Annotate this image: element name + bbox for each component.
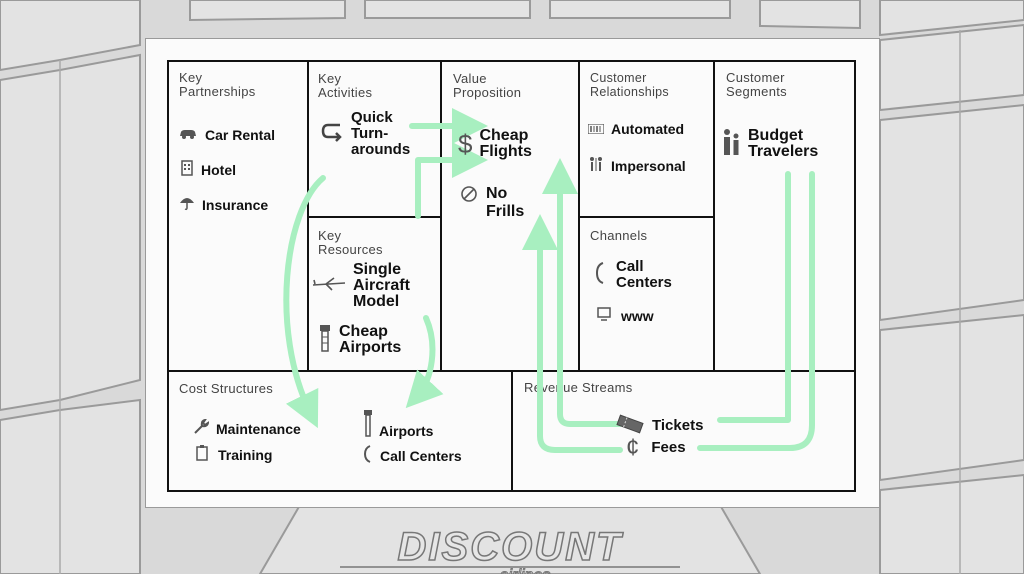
segment-budget-travelers-label: Budget Travelers: [748, 127, 819, 160]
channels-title: Channels: [590, 228, 648, 243]
revenue-tickets: Tickets: [616, 414, 703, 438]
airplane-icon: [312, 277, 346, 295]
value-no-frills-label: No Frills: [486, 185, 525, 220]
partner-car-rental: Car Rental: [178, 127, 275, 143]
cost-training-label: Training: [218, 446, 273, 463]
revenue-tickets-label: Tickets: [652, 417, 704, 434]
relationship-automated: Automated: [587, 121, 685, 137]
relationship-impersonal-label: Impersonal: [611, 157, 686, 174]
people-icon: [723, 128, 741, 160]
cost-maintenance-label: Maintenance: [216, 420, 301, 437]
resource-cheap-airports: Cheap Airports: [318, 323, 401, 357]
customer-segments-cell: [713, 60, 856, 372]
ticket-icon: [616, 414, 644, 438]
value-cheap-flights: $ Cheap Flights: [458, 128, 532, 160]
key-resources-title: Key Resources: [318, 228, 383, 257]
cost-airports: Airports: [363, 409, 433, 440]
key-partnerships-cell: [167, 60, 309, 372]
partner-hotel: Hotel: [180, 160, 236, 179]
clipboard-icon: [196, 445, 208, 464]
monitor-icon: [597, 307, 611, 324]
logo-wordmark: DISCOUNT: [398, 525, 624, 569]
phone-icon: [363, 445, 372, 466]
customer-segments-title: Customer Segments: [726, 70, 787, 99]
revenue-fees-label: Fees: [651, 439, 686, 456]
no-entry-icon: [460, 185, 478, 207]
channel-www-label: www: [621, 307, 654, 324]
cost-call-centers-label: Call Centers: [380, 447, 462, 464]
dollar-icon: $: [458, 129, 473, 159]
channel-call-centers-label: Call Centers: [616, 258, 672, 291]
relationship-automated-label: Automated: [611, 121, 685, 137]
relationship-impersonal: Impersonal: [588, 156, 686, 175]
key-partnerships-title: Key Partnerships: [179, 70, 256, 99]
partner-insurance-label: Insurance: [202, 196, 269, 213]
key-activities-title: Key Activities: [318, 71, 373, 100]
cost-training: Training: [196, 445, 272, 464]
resource-single-aircraft: Single Aircraft Model: [312, 262, 410, 310]
value-no-frills: No Frills: [460, 185, 524, 221]
hotel-icon: [180, 160, 194, 179]
revenue-fees: ¢ Fees: [626, 434, 686, 461]
umbrella-icon: [179, 195, 195, 214]
resource-single-aircraft-label: Single Aircraft Model: [353, 261, 410, 310]
activity-quick-turnarounds-label: Quick Turn- arounds: [351, 109, 411, 158]
control-tower-icon: [318, 323, 332, 357]
revenue-streams-title: Revenue Streams: [524, 380, 633, 395]
cost-airports-label: Airports: [379, 422, 434, 439]
cent-icon: ¢: [626, 434, 640, 461]
discount-airlines-logo: DISCOUNT airlines: [340, 524, 680, 574]
activity-quick-turnarounds: Quick Turn- arounds: [320, 110, 410, 158]
control-tower-icon: [363, 409, 373, 440]
people-icon: [588, 156, 604, 175]
wrench-icon: [193, 418, 210, 438]
cost-structures-title: Cost Structures: [179, 381, 274, 396]
value-proposition-title: Value Proposition: [453, 71, 522, 100]
segment-budget-travelers: Budget Travelers: [723, 128, 818, 160]
partner-hotel-label: Hotel: [201, 161, 236, 178]
return-arrow-icon: [320, 121, 344, 147]
channel-www: www: [597, 307, 654, 324]
revenue-streams-cell: [511, 370, 856, 492]
cost-maintenance: Maintenance: [193, 418, 301, 438]
logo-sub: airlines: [500, 567, 551, 574]
phone-icon: [595, 262, 606, 288]
barcode-icon: [587, 121, 605, 137]
car-icon: [178, 127, 198, 143]
cost-call-centers: Call Centers: [363, 445, 462, 466]
partner-insurance: Insurance: [179, 195, 268, 214]
channel-call-centers: Call Centers: [595, 258, 672, 291]
resource-cheap-airports-label: Cheap Airports: [339, 323, 402, 356]
partner-car-rental-label: Car Rental: [205, 127, 276, 143]
value-cheap-flights-label: Cheap Flights: [479, 127, 532, 160]
customer-relationships-title: Customer Relationships: [590, 71, 669, 99]
